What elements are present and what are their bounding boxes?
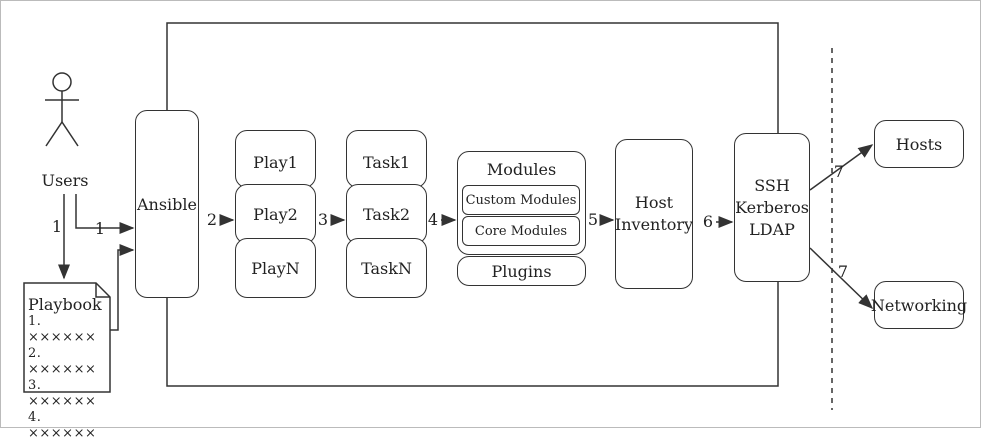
playbook-item: 4. ×××××× bbox=[28, 410, 97, 441]
playbook-item: 3. ×××××× bbox=[28, 378, 97, 409]
playbook-item: 1. ×××××× bbox=[28, 314, 97, 345]
user-icon bbox=[45, 72, 79, 147]
task-box-1: Task1 bbox=[346, 130, 427, 188]
ansible-box: Ansible bbox=[135, 110, 199, 298]
task-label: Task2 bbox=[362, 204, 411, 224]
play-box-2: Play2 bbox=[235, 184, 316, 244]
inventory-line: Inventory bbox=[614, 215, 694, 234]
plugins-label: Plugins bbox=[491, 261, 552, 281]
task-box-n: TaskN bbox=[346, 238, 427, 298]
ansible-label: Ansible bbox=[136, 194, 197, 214]
play-label: Play1 bbox=[253, 153, 298, 172]
task-label: TaskN bbox=[361, 258, 412, 278]
playbook-item: 2. ×××××× bbox=[28, 346, 97, 377]
host-inventory-box: Host Inventory bbox=[615, 139, 693, 289]
step-label: 5 bbox=[587, 210, 599, 229]
step-label: 1 bbox=[94, 219, 106, 238]
play-label: PlayN bbox=[251, 258, 300, 278]
task-label: Task1 bbox=[362, 153, 411, 172]
custom-modules-box: Custom Modules bbox=[462, 185, 580, 215]
core-modules-box: Core Modules bbox=[462, 216, 580, 246]
conn-line: SSH bbox=[754, 175, 790, 195]
playbook-doc bbox=[23, 282, 111, 393]
conn-line: Kerberos bbox=[735, 197, 809, 217]
play-box-1: Play1 bbox=[235, 130, 316, 188]
users-label: Users bbox=[41, 171, 89, 190]
step-label: 6 bbox=[702, 212, 714, 231]
networking-label: Networking bbox=[870, 295, 968, 315]
playbook: Playbook 1. ×××××× 2. ×××××× 3. ×××××× 4… bbox=[28, 296, 108, 442]
networking-box: Networking bbox=[870, 281, 968, 329]
inventory-line: Host bbox=[634, 193, 674, 212]
step-label: 1 bbox=[51, 217, 63, 236]
conn-line: LDAP bbox=[749, 219, 795, 239]
core-modules-label: Core Modules bbox=[474, 223, 568, 239]
step-label: 7 bbox=[837, 262, 849, 281]
hosts-box: Hosts bbox=[874, 120, 964, 168]
connection-box: SSH Kerberos LDAP bbox=[734, 133, 810, 282]
plugins-box: Plugins bbox=[457, 256, 586, 286]
play-box-n: PlayN bbox=[235, 238, 316, 298]
task-box-2: Task2 bbox=[346, 184, 427, 244]
playbook-title: Playbook bbox=[28, 295, 102, 314]
step-label: 7 bbox=[833, 162, 845, 181]
play-label: Play2 bbox=[253, 204, 298, 224]
step-label: 2 bbox=[206, 210, 218, 229]
hosts-label: Hosts bbox=[895, 134, 943, 154]
step-label: 4 bbox=[427, 210, 439, 229]
step-label: 3 bbox=[317, 210, 329, 229]
modules-title: Modules bbox=[486, 160, 557, 179]
custom-modules-label: Custom Modules bbox=[465, 192, 577, 208]
